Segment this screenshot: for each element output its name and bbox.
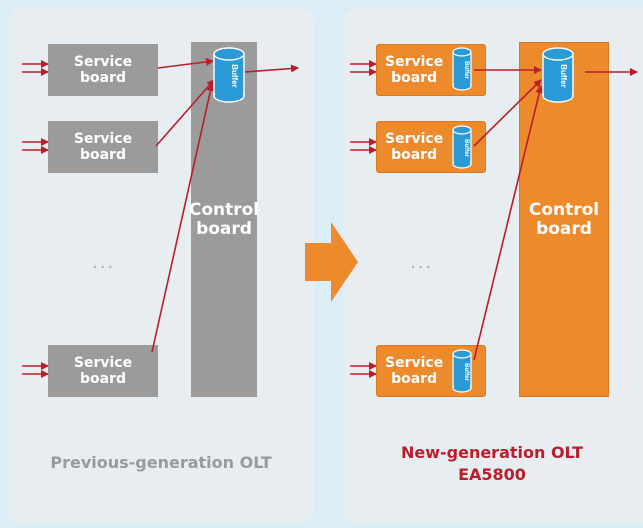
arrows-right xyxy=(350,60,638,378)
service-board-label: Service board xyxy=(385,54,444,86)
buffer-label: Buffer xyxy=(559,64,568,88)
buffer-cylinder-icon: Buffer xyxy=(452,125,472,169)
service-board-label: Service board xyxy=(73,131,133,163)
service-board-label: Service board xyxy=(385,355,444,387)
buffer-label: Buffer xyxy=(463,363,469,381)
transition-arrow-icon xyxy=(305,222,358,302)
buffer-cylinder-icon: Buffer xyxy=(213,47,245,103)
service-board-label: Service board xyxy=(73,355,133,387)
service-board-left-1: Service board xyxy=(48,44,158,96)
new-generation-caption: New-generation OLT EA5800 xyxy=(360,442,624,486)
buffer-cylinder-icon: Buffer xyxy=(452,47,472,91)
control-board-left: Control board xyxy=(188,42,260,397)
ellipsis-left: ... xyxy=(92,252,116,273)
buffer-cylinder-icon: Buffer xyxy=(452,349,472,393)
arrows-left xyxy=(22,57,299,378)
buffer-label: Buffer xyxy=(463,61,469,79)
service-board-left-3: Service board xyxy=(48,345,158,397)
new-generation-model: EA5800 xyxy=(458,465,526,484)
new-generation-title: New-generation OLT xyxy=(400,443,584,462)
buffer-label: Buffer xyxy=(230,64,239,88)
service-board-left-2: Service board xyxy=(48,121,158,173)
service-board-label: Service board xyxy=(73,54,133,86)
control-board-label: Control board xyxy=(528,199,600,239)
control-board-label: Control board xyxy=(188,199,260,239)
ellipsis-right: ... xyxy=(410,252,434,273)
previous-generation-caption: Previous-generation OLT xyxy=(50,453,272,472)
service-board-label: Service board xyxy=(385,131,444,163)
buffer-cylinder-icon: Buffer xyxy=(542,47,574,103)
buffer-label: Buffer xyxy=(463,139,469,157)
